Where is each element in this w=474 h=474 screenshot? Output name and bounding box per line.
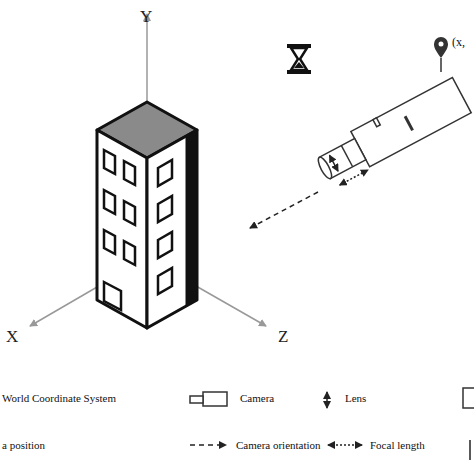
building-windows	[104, 150, 172, 294]
orientation-arrow	[250, 192, 318, 228]
axis-label: Y	[140, 8, 152, 27]
coordinate-label: (x,	[452, 36, 465, 49]
camera	[312, 77, 472, 189]
axis-label: Z	[278, 328, 288, 347]
legend-text: Lens	[345, 392, 366, 404]
legend-text: a position	[2, 439, 45, 451]
legend-text: Focal length	[370, 439, 425, 451]
legend-text: Camera orientation	[236, 439, 321, 451]
hourglass-icon	[287, 44, 311, 74]
legend-text: Camera	[240, 392, 274, 404]
legend-icons	[190, 388, 474, 460]
axis-label: X	[6, 328, 18, 347]
building-door	[104, 282, 121, 310]
building	[97, 102, 197, 328]
location-pin	[434, 37, 448, 72]
legend-text: World Coordinate System	[2, 392, 116, 404]
